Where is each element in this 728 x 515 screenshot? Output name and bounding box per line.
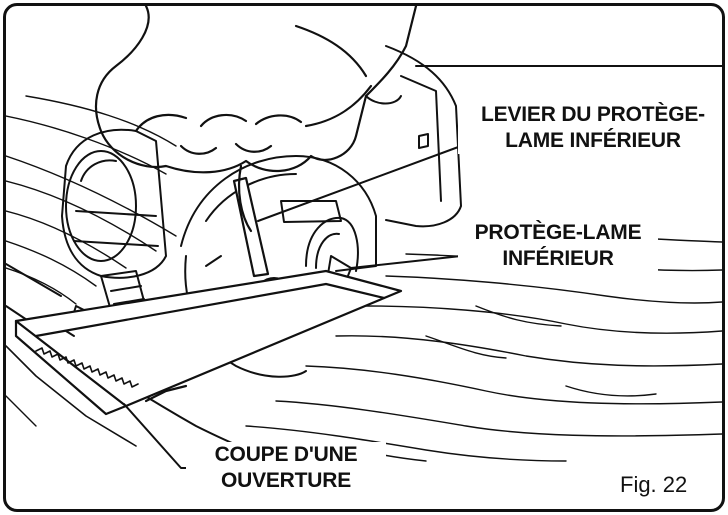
figure-label: Fig. 22 <box>620 472 688 497</box>
callout-line: LAME INFÉRIEUR <box>505 129 681 152</box>
callout-lower-guard: PROTÈGE-LAME INFÉRIEUR <box>458 220 658 272</box>
callout-plunge-cut: COUPE D'UNE OUVERTURE <box>186 442 386 494</box>
motor-housing <box>61 128 167 279</box>
blade-teeth <box>35 347 139 388</box>
callout-lower-guard-lever: LEVIER DU PROTÈGE- LAME INFÉRIEUR <box>458 102 722 154</box>
callout-line: COUPE D'UNE <box>214 443 358 466</box>
callout-line: PROTÈGE-LAME <box>474 221 642 244</box>
figure-frame: LEVIER DU PROTÈGE- LAME INFÉRIEUR PROTÈG… <box>3 3 725 512</box>
callout-line: LEVIER DU PROTÈGE- <box>481 103 705 126</box>
callout-line: INFÉRIEUR <box>502 247 614 270</box>
lower-guard-lever <box>232 176 270 278</box>
rear-handle <box>365 45 722 228</box>
operator-hands <box>94 6 418 233</box>
callout-line: OUVERTURE <box>220 469 352 492</box>
saw-base-plate <box>14 269 403 416</box>
